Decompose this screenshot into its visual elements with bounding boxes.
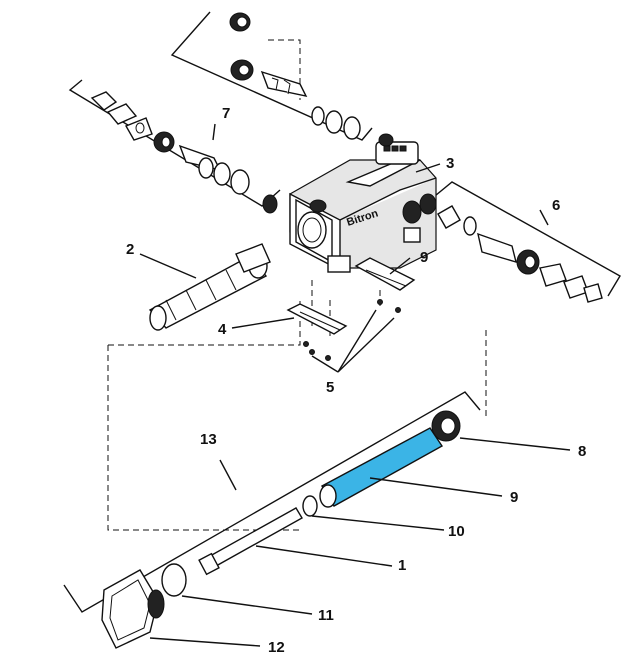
bracket-group-13 — [63, 391, 481, 613]
mounting-brackets — [286, 257, 416, 361]
callout-labels: 7 3 6 2 9 4 5 13 8 9 10 1 11 12 — [126, 105, 586, 656]
uv-lamp-assembly — [101, 410, 461, 649]
dashed-guides — [107, 39, 487, 531]
callout-10: 10 — [448, 523, 465, 540]
callout-3: 3 — [446, 155, 454, 172]
callout-9-lower: 9 — [510, 489, 518, 506]
callout-11: 11 — [318, 607, 334, 624]
callout-1: 1 — [398, 557, 406, 574]
callout-5: 5 — [326, 379, 334, 396]
left-fitting-parts — [90, 91, 278, 214]
callout-4: 4 — [218, 321, 227, 338]
top-fitting-parts — [229, 12, 361, 140]
callout-6: 6 — [552, 197, 560, 214]
bracket-group-6 — [429, 181, 621, 297]
callout-7: 7 — [222, 105, 230, 122]
callout-13: 13 — [200, 431, 217, 448]
leader-lines — [139, 163, 571, 647]
filter-cartridge — [148, 243, 271, 331]
main-housing: Bitron — [289, 133, 437, 273]
right-fitting-parts — [437, 205, 603, 303]
callout-9-upper: 9 — [420, 249, 428, 266]
callout-2: 2 — [126, 241, 134, 258]
callout-8: 8 — [578, 443, 586, 460]
callout-12: 12 — [268, 639, 285, 656]
